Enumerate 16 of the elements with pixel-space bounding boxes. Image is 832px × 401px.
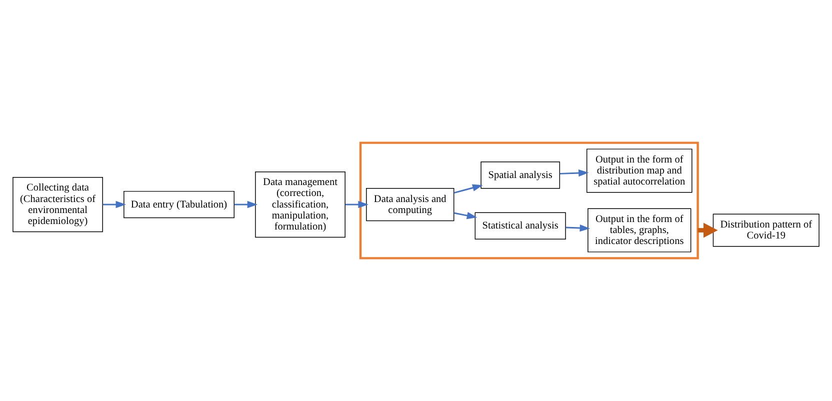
arrow bbox=[234, 200, 258, 208]
arrow bbox=[345, 200, 368, 208]
node-box: Distribution pattern of Covid-19 bbox=[712, 214, 820, 247]
node-box: Statistical analysis bbox=[474, 212, 566, 240]
node-box: Collecting data (Characteristics of environmental epidemiology) bbox=[12, 176, 103, 232]
node-box: Spatial analysis bbox=[480, 162, 560, 189]
node-box: Data management (correction, classification, manipulation, formulation) bbox=[255, 171, 346, 238]
arrow bbox=[566, 224, 590, 232]
node-box: Output in the form of tables, graphs, indicator descriptions bbox=[588, 208, 692, 252]
node-box: Output in the form of distribution map and spatial autocorrelation bbox=[586, 148, 692, 193]
arrow bbox=[454, 184, 483, 194]
arrow bbox=[102, 200, 126, 208]
node-box: Data analysis and computing bbox=[366, 188, 454, 222]
arrow bbox=[454, 212, 478, 220]
arrow bbox=[560, 169, 589, 177]
node-box: Data entry (Tabulation) bbox=[124, 190, 234, 218]
